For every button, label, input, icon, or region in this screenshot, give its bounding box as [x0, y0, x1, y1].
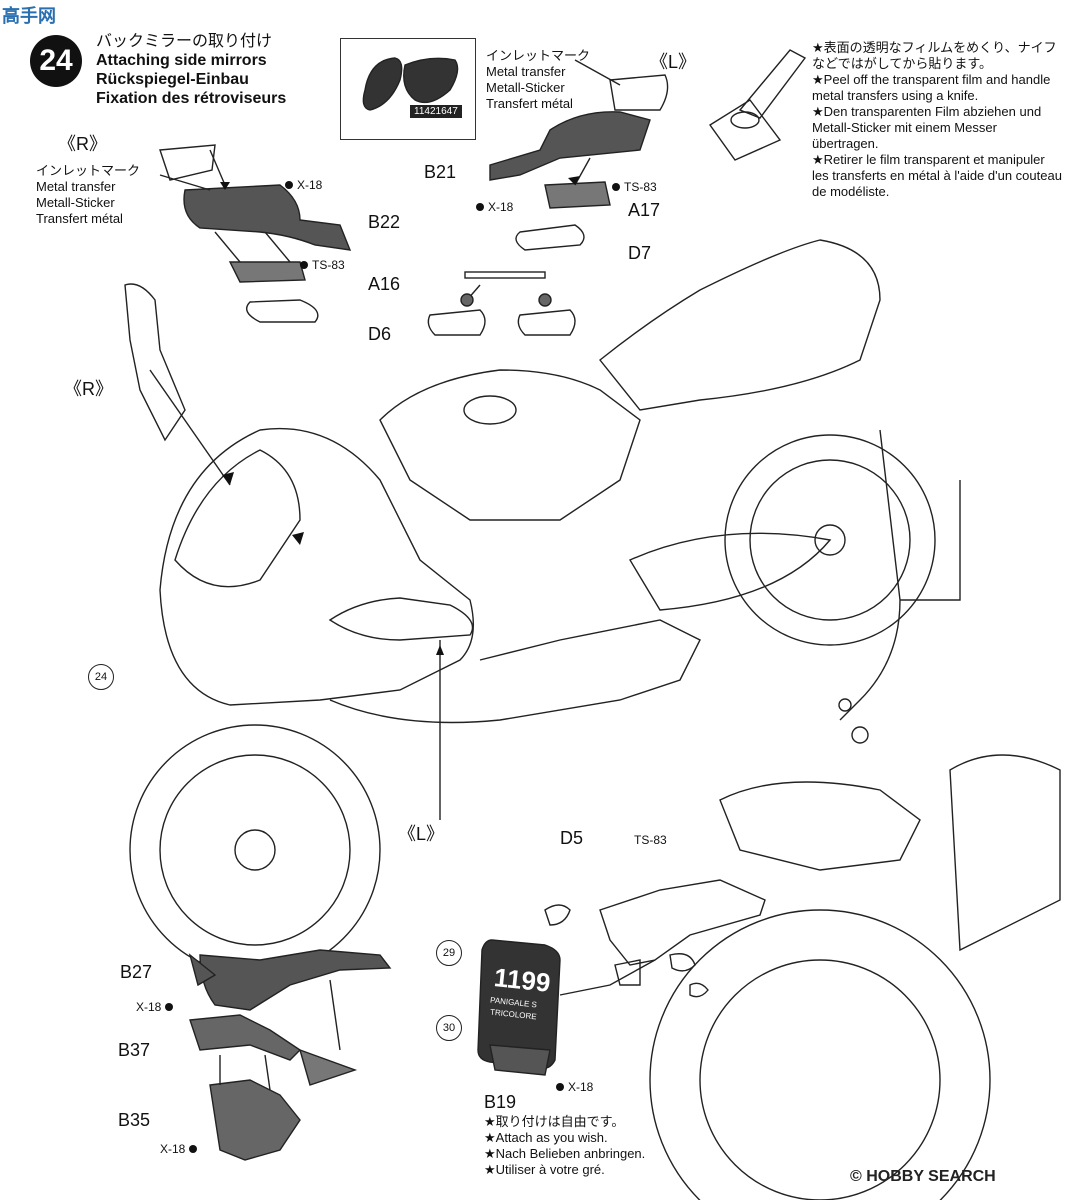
paint-ts83-3: TS-83 [634, 833, 667, 847]
part-b37: B37 [118, 1040, 151, 1060]
step-title: バックミラーの取り付け Attaching side mirrors Rücks… [96, 32, 286, 108]
paint-x18-5: X-18 [160, 1142, 201, 1156]
paddock-stand [839, 429, 961, 721]
title-de: Rückspiegel-Einbau [96, 71, 249, 88]
part-d5: D5 [560, 828, 584, 848]
title-en: Attaching side mirrors [96, 52, 267, 69]
mirror-lens-d6 [246, 299, 319, 323]
inset-transfer-left [362, 57, 403, 111]
title-jp: バックミラーの取り付け [96, 33, 273, 50]
fuel-tank [379, 369, 641, 521]
part-a16: A16 [368, 274, 401, 294]
side-label-r-mirror: 《R》 [64, 379, 113, 399]
inset-code: 11421647 [410, 105, 462, 118]
bracket-b37 [189, 1014, 302, 1061]
transfer-note: ★表面の透明なフィルムをめくり、ナイフなどではがしてから貼ります。 ★Peel … [812, 40, 1062, 199]
part-b27: B27 [120, 962, 153, 982]
part-a17: A17 [628, 200, 661, 220]
step-number: 24 [30, 35, 82, 87]
inset-transfer-right [403, 57, 459, 104]
side-label-r-top: 《R》 [58, 134, 107, 154]
inlet-label-l: インレットマーク Metal transfer Metall-Sticker T… [486, 48, 591, 111]
lower-fairing [329, 619, 701, 724]
front-wheel [129, 724, 381, 976]
part-b35: B35 [118, 1110, 151, 1130]
mirror-film-r [159, 144, 216, 181]
left-mirror-mounted [328, 597, 474, 641]
paint-ts83-2: TS-83 [612, 180, 657, 194]
watermark-hobbysearch: © HOBBY SEARCH [850, 1168, 996, 1185]
mirror-lamp-a17 [544, 181, 611, 209]
mirror-housing-b22 [183, 184, 352, 251]
mirror-housing-b21 [489, 111, 651, 181]
mirror-r-stalk [124, 283, 186, 442]
knife-illustration [738, 49, 807, 119]
rear-wheel-bottom [649, 909, 991, 1200]
ref-step-24: 24 [88, 664, 114, 690]
front-fairing [159, 427, 475, 706]
mirror-film-l [609, 74, 669, 111]
part-d6: D6 [368, 324, 392, 344]
paint-x18-2: X-18 [476, 200, 513, 214]
mirror-lens-d7 [515, 224, 585, 251]
side-label-l-bottom: 《L》 [398, 824, 445, 844]
side-label-l-top: 《L》 [650, 52, 697, 72]
paint-ts83-1: TS-83 [300, 258, 345, 272]
license-holder-d5 [599, 879, 766, 966]
title-fr: Fixation des rétroviseurs [96, 90, 287, 107]
transfer-inset [340, 38, 476, 140]
ref-step-29: 29 [436, 940, 462, 966]
part-d7: D7 [628, 243, 652, 263]
inlet-label-r: インレットマーク Metal transfer Metall-Sticker T… [36, 163, 141, 226]
plate-1199: 1199 [492, 962, 552, 998]
ref-step-30: 30 [436, 1015, 462, 1041]
part-b21: B21 [424, 162, 457, 182]
mirror-lamp-a16 [228, 261, 306, 283]
paint-x18-3: X-18 [556, 1080, 593, 1094]
watermark-logo: 高手网 [2, 6, 56, 26]
bracket-b35 [209, 1079, 301, 1161]
attach-note: ★取り付けは自由です。 ★Attach as you wish. ★Nach B… [484, 1114, 646, 1177]
seat-tail [599, 239, 881, 411]
paint-x18-1: X-18 [285, 178, 322, 192]
part-b19: B19 [484, 1092, 517, 1112]
rear-wheel [724, 434, 936, 646]
bracket-b27 [199, 949, 392, 1011]
tail-unit [719, 781, 921, 871]
paint-x18-4: X-18 [136, 1000, 177, 1014]
part-b22: B22 [368, 212, 401, 232]
